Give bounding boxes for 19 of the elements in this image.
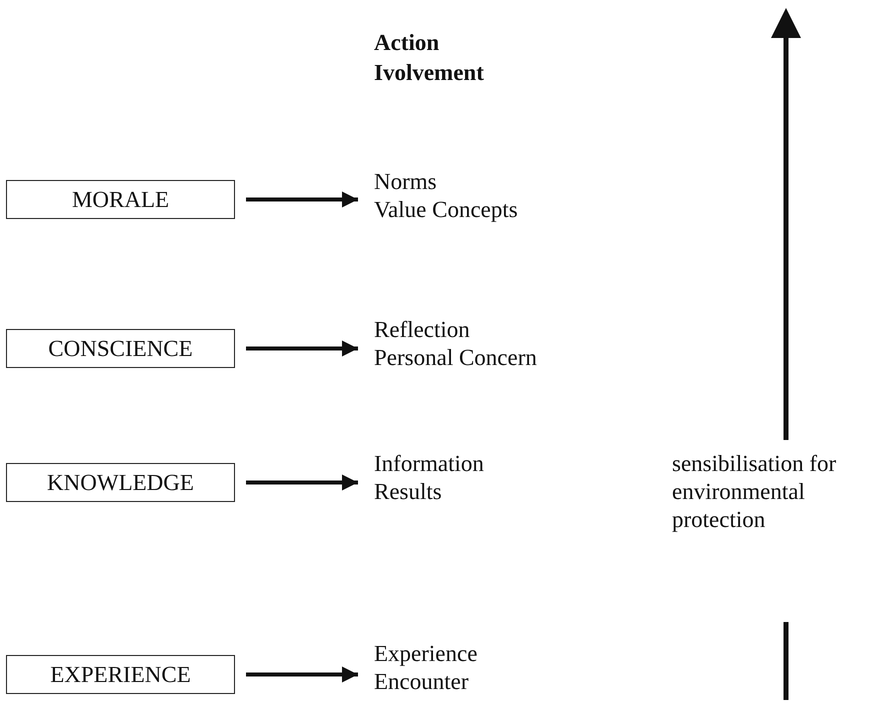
arrow [246, 474, 358, 490]
concept-box: EXPERIENCE [6, 655, 235, 694]
outcome-text: Norms [374, 168, 438, 196]
heading-text: Action [374, 29, 440, 57]
arrow [246, 340, 358, 356]
arrow [246, 666, 358, 682]
concept-box: CONSCIENCE [6, 329, 235, 368]
concept-box: KNOWLEDGE [6, 463, 235, 502]
concept-box: MORALE [6, 180, 235, 219]
outcome-text: Encounter [374, 668, 470, 696]
heading-text: Ivolvement [374, 59, 484, 87]
outcome-text: Personal Concern [374, 344, 537, 372]
axis-label: sensibilisation for environmental protection [672, 450, 838, 534]
outcome-text: Value Concepts [374, 196, 518, 224]
outcome-text: Information [374, 450, 484, 478]
outcome-text: Experience [374, 640, 478, 668]
outcome-text: Results [374, 478, 443, 506]
arrow [246, 192, 358, 208]
outcome-text: Reflection [374, 316, 471, 344]
